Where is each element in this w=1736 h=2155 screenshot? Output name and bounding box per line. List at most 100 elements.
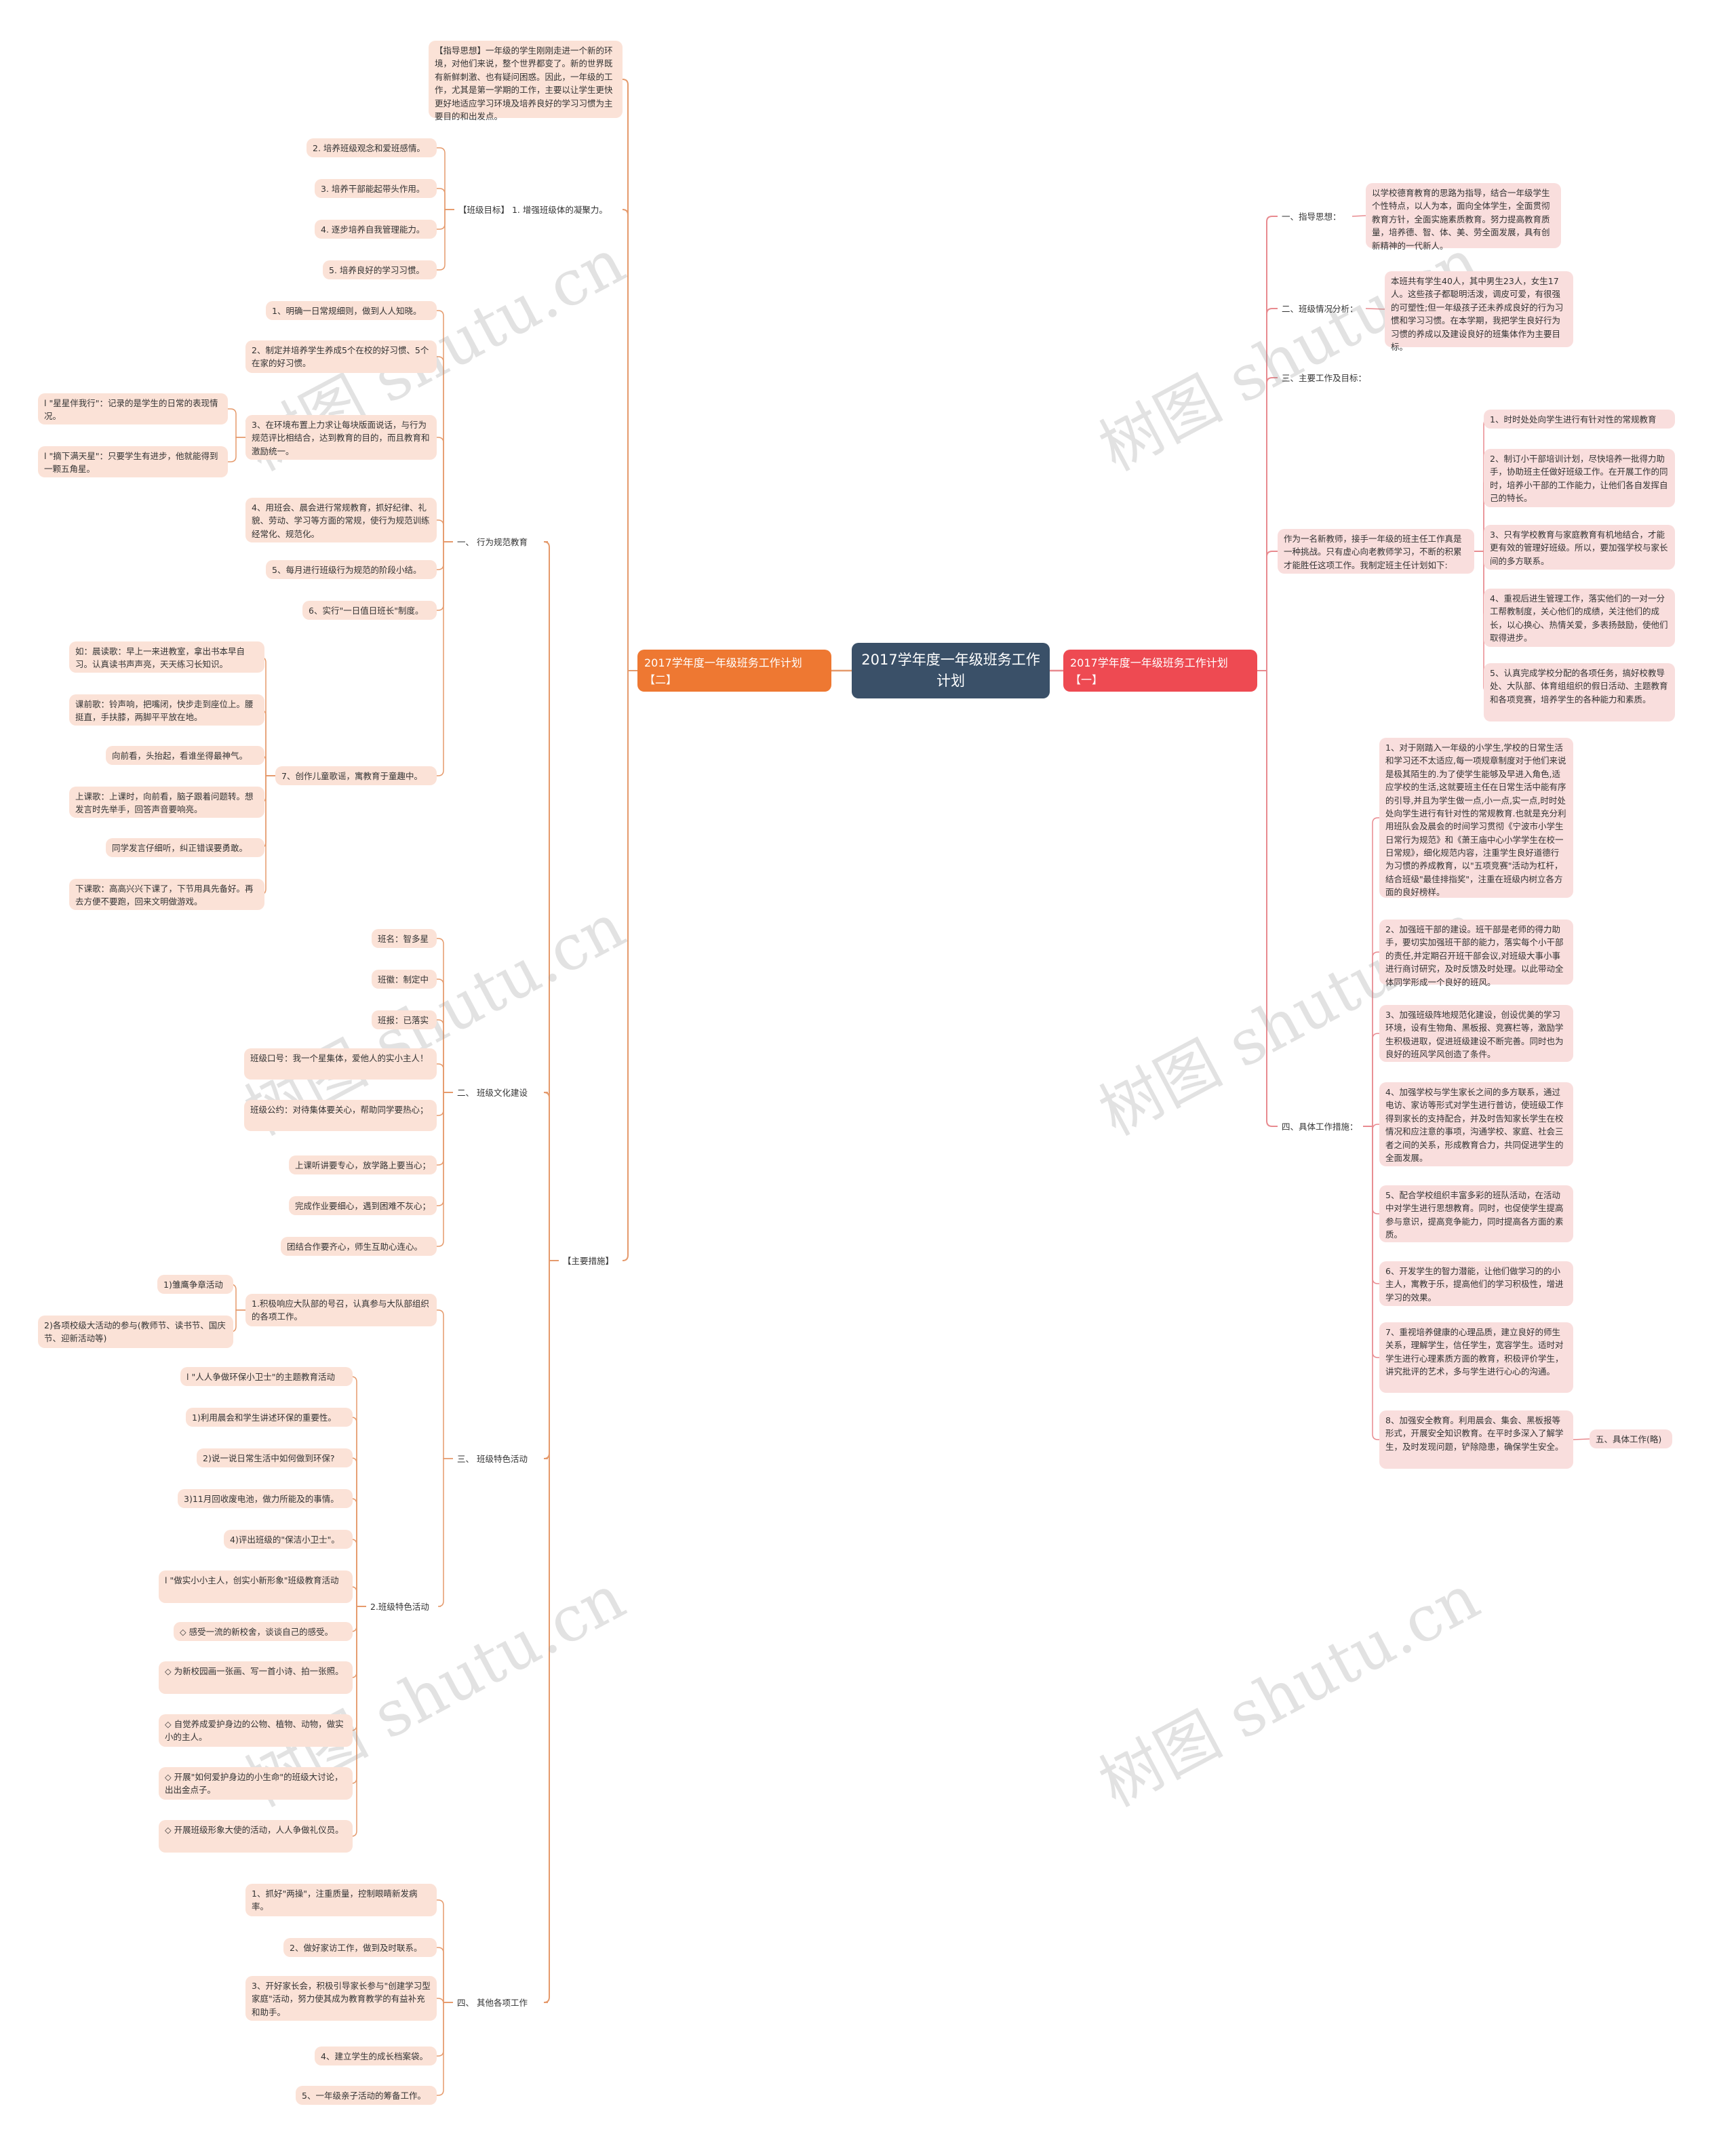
culture-item[interactable]: 班级公约：对待集体要关心，帮助同学要热心；	[244, 1100, 437, 1131]
measure-item[interactable]: 3、加强班级阵地规范化建设，创设优美的学习环境，设有生物角、黑板报、竞赛栏等，激…	[1379, 1005, 1573, 1062]
connector-line	[622, 209, 637, 671]
measure-item[interactable]: 7、重视培养健康的心理品质，建立良好的师生关系，理解学生，信任学生，宽容学生。适…	[1379, 1322, 1573, 1393]
connector-line	[437, 1998, 453, 2004]
activity-item[interactable]: 2)各项校级大活动的参与(教师节、读书节、国庆节、迎新活动等)	[38, 1316, 233, 1348]
song-node[interactable]: 同学发言仔细听，纠正错误要勇敢。	[106, 838, 264, 857]
other-work-label[interactable]: 四、 其他各项工作	[457, 1998, 528, 2008]
activity-item[interactable]: 1)雏鹰争章活动	[157, 1275, 233, 1294]
activity-item[interactable]: ◇ 感受一流的新校舍，谈谈自己的感受。	[174, 1622, 353, 1641]
class-analysis-text[interactable]: 本班共有学生40人，其中男生23人，女生17人。这些孩子都聪明活泼，调皮可爱，有…	[1385, 271, 1573, 352]
behavior-item[interactable]: 4、用班会、晨会进行常规教育，抓好纪律、礼貌、劳动、学习等方面的常规，使行为规范…	[245, 498, 437, 542]
activity-item[interactable]: 1)利用晨会和学生讲述环保的重要性。	[186, 1408, 353, 1427]
other-work-item[interactable]: 5、一年级亲子活动的筹备工作。	[296, 2086, 437, 2105]
class-culture-label[interactable]: 二、 班级文化建设	[457, 1088, 528, 1098]
connector-line	[437, 978, 453, 1093]
goal-item[interactable]: 5. 培养良好的学习习惯。	[323, 260, 437, 279]
new-teacher-plan[interactable]: 作为一名新教师，接手一年级的班主任工作真是一种挑战。只有虚心向老教师学习，不断的…	[1278, 529, 1474, 574]
plan-item[interactable]: 3、只有学校教育与家庭教育有机地结合，才能更有效的管理好班级。所以，要加强学校与…	[1484, 525, 1675, 570]
connector-line	[228, 437, 245, 462]
right-branch-topic[interactable]: 2017学年度一年级班务工作计划【一】	[1063, 650, 1257, 692]
specific-work-node[interactable]: 五、具体工作(略)	[1590, 1429, 1672, 1448]
measure-item[interactable]: 5、配合学校组织丰富多彩的班队活动，在活动中对学生进行思想教育。同时，也促使学生…	[1379, 1185, 1573, 1242]
star-record-node[interactable]: l "摘下满天星"：只要学生有进步，他就能得到一颗五角星。	[38, 446, 228, 477]
measure-item[interactable]: 8、加强安全教育。利用晨会、集会、黑板报等形式，开展安全知识教育。在平时多深入了…	[1379, 1410, 1573, 1469]
goal-item[interactable]: 3. 培养干部能起带头作用。	[315, 179, 437, 198]
culture-item[interactable]: 班名：智多星	[372, 929, 437, 948]
plan-item[interactable]: 4、重视后进生管理工作，落实他们的一对一分工帮教制度，关心他们的成绩，关注他们的…	[1484, 589, 1675, 647]
culture-item[interactable]: 上课听讲要专心，放学路上要当心；	[289, 1155, 437, 1174]
behavior-education-label[interactable]: 一、 行为规范教育	[457, 537, 528, 547]
guide-idea-label[interactable]: 一、指导思想：	[1282, 212, 1341, 222]
other-work-item[interactable]: 4、建立学生的成长档案袋。	[315, 2047, 437, 2065]
activity-item[interactable]: ◇ 开展班级形象大使的活动，人人争做礼仪员。	[159, 1820, 353, 1853]
behavior-item[interactable]: 7、创作儿童歌谣，寓教育于童趣中。	[275, 766, 437, 785]
class-goal-label[interactable]: 【班级目标】 1. 增强班级体的凝聚力。	[458, 205, 608, 215]
song-node[interactable]: 下课歌：高高兴兴下课了，下节用具先备好。再去方便不要跑，回来文明做游戏。	[69, 879, 264, 910]
connector-line	[437, 1947, 453, 2003]
song-node[interactable]: 上课歌：上课时，向前看，脑子跟着问题转。想发言时先举手，回答声音要响亮。	[69, 787, 264, 818]
measure-item[interactable]: 1、对于刚踏入一年级的小学生,学校的日常生活和学习还不太适应,每一项规章制度对于…	[1379, 738, 1573, 898]
behavior-item[interactable]: 6、实行"一日值日班长"制度。	[302, 601, 437, 620]
root-topic[interactable]: 2017学年度一年级班务工作计划	[852, 643, 1050, 698]
culture-item[interactable]: 班徽：制定中	[372, 970, 437, 989]
activity-item[interactable]: l "人人争做环保小卫士"的主题教育活动	[180, 1367, 353, 1386]
culture-item[interactable]: 完成作业要细心，遇到困难不灰心；	[289, 1196, 437, 1215]
activity-item[interactable]: ◇ 为新校园画一张画、写一首小诗、拍一张照。	[159, 1661, 353, 1694]
song-node[interactable]: 向前看，头抬起，看谁坐得最神气。	[106, 746, 264, 765]
behavior-item[interactable]: 5、每月进行班级行为规范的阶段小结。	[266, 560, 437, 579]
connector-line	[622, 670, 637, 1261]
work-measures-label[interactable]: 四、具体工作措施：	[1282, 1122, 1358, 1132]
connector-line	[437, 938, 453, 1093]
song-node[interactable]: 如：晨读歌：早上一来进教室，拿出书本早自习。认真读书声声亮，天天练习长知识。	[69, 641, 264, 673]
class-analysis-label[interactable]: 二、班级情况分析：	[1282, 304, 1358, 314]
goal-item[interactable]: 4. 逐步培养自我管理能力。	[315, 220, 437, 239]
behavior-item[interactable]: 3、在环境布置上力求让每块版面说话，与行为规范评比相结合，达到教育的目的，而且教…	[245, 415, 437, 460]
connector-line	[437, 541, 453, 611]
connector-line	[351, 1586, 366, 1607]
behavior-item[interactable]: 1、明确一日常规细则，做到人人知晓。	[266, 301, 437, 320]
culture-item[interactable]: 班报：已落实	[372, 1010, 437, 1029]
main-measures-label[interactable]: 【主要措施】	[563, 1256, 614, 1266]
plan-item[interactable]: 2、制订小干部培训计划，尽快培养一批得力助手，协助班主任做好班级工作。在开展工作…	[1484, 449, 1675, 507]
guide-idea-node[interactable]: 【指导思想】一年级的学生刚刚走进一个新的环境，对他们来说，整个世界都变了。新的世…	[429, 41, 623, 121]
activity-item[interactable]: 2)说一说日常生活中如何做到环保?	[197, 1448, 353, 1467]
culture-item[interactable]: 团结合作要齐心，师生互助心连心。	[281, 1237, 437, 1256]
measure-item[interactable]: 6、开发学生的智力潜能，让他们做学习的的小主人，寓教于乐，提高他们的学习积极性，…	[1379, 1261, 1573, 1306]
activity-item[interactable]: l "做实小小主人，创实小新形象"班级教育活动	[159, 1570, 353, 1603]
culture-item[interactable]: 班级口号：我一个星集体，爱他人的实小主人！	[244, 1048, 437, 1080]
connector-line	[1257, 216, 1278, 671]
activity-group[interactable]: 2.班级特色活动	[370, 1602, 429, 1612]
activity-item[interactable]: ◇ 开展"如何爱护身边的小生命"的班级大讨论，出出金点子。	[159, 1767, 353, 1800]
guide-idea-text[interactable]: 以学校德育教育的思路为指导，结合一年级学生个性特点，以人为本，面向全体学生，全面…	[1366, 183, 1561, 251]
plan-item[interactable]: 1、时时处处向学生进行有针对性的常规教育	[1484, 410, 1675, 429]
connector-line	[437, 356, 453, 542]
class-activity-label[interactable]: 三、 班级特色活动	[457, 1454, 528, 1464]
goal-item[interactable]: 2. 培养班级观念和爱班感情。	[307, 138, 437, 157]
connector-line	[351, 1457, 366, 1607]
activity-item[interactable]: ◇ 自觉养成爱护身边的公物、植物、动物，做实小的主人。	[159, 1714, 353, 1747]
main-goal-label[interactable]: 三、主要工作及目标：	[1282, 373, 1367, 383]
connector-line	[1257, 308, 1278, 671]
connector-line	[351, 1417, 366, 1607]
activity-group[interactable]: 1.积极响应大队部的号召，认真参与大队部组织的各项工作。	[245, 1294, 437, 1326]
connector-line	[437, 1063, 453, 1093]
connector-line	[1363, 1126, 1379, 1284]
other-work-item[interactable]: 2、做好家访工作，做到及时联系。	[283, 1938, 437, 1957]
connector-line	[543, 1260, 559, 2003]
measure-item[interactable]: 4、加强学校与学生家长之间的多方联系，通过电访、家访等形式对学生进行普访，使班级…	[1379, 1082, 1573, 1166]
connector-line	[1363, 1126, 1379, 1358]
song-node[interactable]: 课前歌：铃声响，把嘴闭，快步走到座位上。腰挺直，手扶膝，两脚平平放在地。	[69, 694, 264, 726]
connector-line	[1257, 670, 1278, 1127]
connector-line	[1573, 1438, 1590, 1440]
connector-line	[437, 519, 453, 542]
connector-line	[1363, 1124, 1379, 1130]
left-branch-topic[interactable]: 2017学年度一年级班务工作计划【二】	[637, 650, 831, 692]
measure-item[interactable]: 2、加强班干部的建设。班干部是老师的得力助手，要切实加强班干部的能力，落实每个小…	[1379, 920, 1573, 987]
behavior-item[interactable]: 2、制定并培养学生养成5个在校的好习惯、5个在家的好习惯。	[245, 340, 437, 373]
other-work-item[interactable]: 1、抓好"两操"，注重质量，控制眼睛新发病率。	[245, 1884, 437, 1916]
activity-item[interactable]: 4)评出班级的"保洁小卫士"。	[224, 1530, 353, 1549]
other-work-item[interactable]: 3、开好家长会，积极引导家长参与"创建学习型家庭"活动，努力使其成为教育教学的有…	[245, 1976, 437, 2021]
star-record-node[interactable]: l "星星伴我行"：记录的是学生的日常的表现情况。	[38, 393, 228, 424]
plan-item[interactable]: 5、认真完成学校分配的各项任务，搞好校教导处、大队部、体育组组织的假日活动、主题…	[1484, 663, 1675, 721]
activity-item[interactable]: 3)11月回收废电池，做力所能及的事情。	[178, 1489, 353, 1508]
